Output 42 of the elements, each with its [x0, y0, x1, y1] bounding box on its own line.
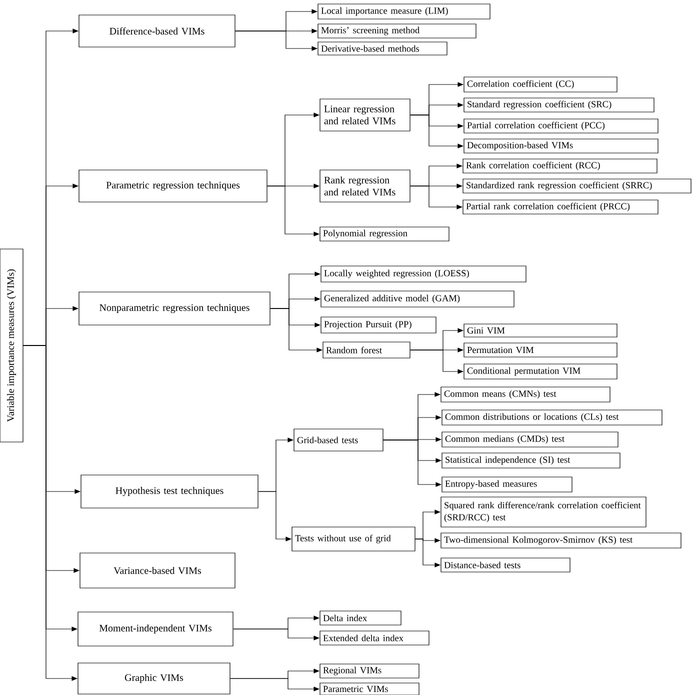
method-box: Parametric VIMs	[320, 682, 420, 695]
method-box: Generalized additive model (GAM)	[320, 290, 514, 308]
method-group-box: Rank regression and related VIMs	[320, 170, 410, 202]
category-box: Nonparametric regression techniques	[78, 292, 270, 326]
method-box: Rank correlation coefficient (RCC)	[462, 158, 658, 174]
method-box: Common distributions or locations (CLs) test	[442, 410, 662, 426]
method-box: Extended delta index	[320, 630, 430, 646]
method-box: Standard regression coefficient (SRC)	[464, 98, 654, 112]
method-box: Entropy-based measures	[442, 476, 572, 492]
method-box: Grid-based tests	[294, 428, 384, 452]
method-box: Polynomial regression	[320, 226, 450, 242]
method-box: Tests without use of grid	[292, 526, 416, 552]
category-box: Graphic VIMs	[78, 662, 230, 694]
method-box: Common means (CMNs) test	[440, 386, 610, 402]
root-box: Variable importance measures (VIMs)	[0, 248, 24, 442]
category-box: Difference-based VIMs	[78, 14, 236, 48]
method-box: Common medians (CMDs) test	[442, 432, 618, 448]
method-box: Two-dimensional Kolmogorov-Smirnov (KS) test	[440, 532, 682, 548]
method-box: Locally weighted regression (LOESS)	[320, 266, 526, 282]
method-box: Delta index	[320, 610, 402, 626]
method-box: Permutation VIM	[464, 342, 618, 358]
method-box: Local importance measure (LIM)	[318, 4, 490, 20]
category-box: Moment-independent VIMs	[78, 612, 234, 646]
method-box: Statistical independence (SI) test	[442, 452, 620, 468]
method-box: Decomposition-based VIMs	[464, 138, 658, 154]
method-box: Derivative-based methods	[318, 42, 448, 56]
method-group-box: Linear regression and related VIMs	[320, 98, 410, 132]
category-box: Variance-based VIMs	[80, 552, 236, 588]
method-box: Squared rank difference/rank correlation coefficient (SRD/RCC) test	[440, 496, 646, 528]
method-box: Correlation coefficient (CC)	[464, 76, 618, 92]
category-box: Parametric regression techniques	[78, 170, 268, 202]
method-box: Partial correlation coefficient (PCC)	[464, 118, 658, 134]
method-box: Regional VIMs	[320, 664, 420, 678]
method-box: Morris’ screening method	[318, 24, 476, 38]
method-box: Random forest	[322, 342, 410, 358]
method-box: Gini VIM	[464, 324, 618, 338]
method-box: Projection Pursuit (PP)	[320, 316, 436, 334]
method-box: Conditional permutation VIM	[464, 364, 618, 380]
method-box: Distance-based tests	[440, 558, 570, 572]
method-box: Standardized rank regression coefficient (SRRC)	[462, 178, 692, 194]
method-box: Partial rank correlation coefficient (PRCC)	[462, 200, 658, 214]
category-box: Hypothesis test techniques	[80, 474, 258, 508]
